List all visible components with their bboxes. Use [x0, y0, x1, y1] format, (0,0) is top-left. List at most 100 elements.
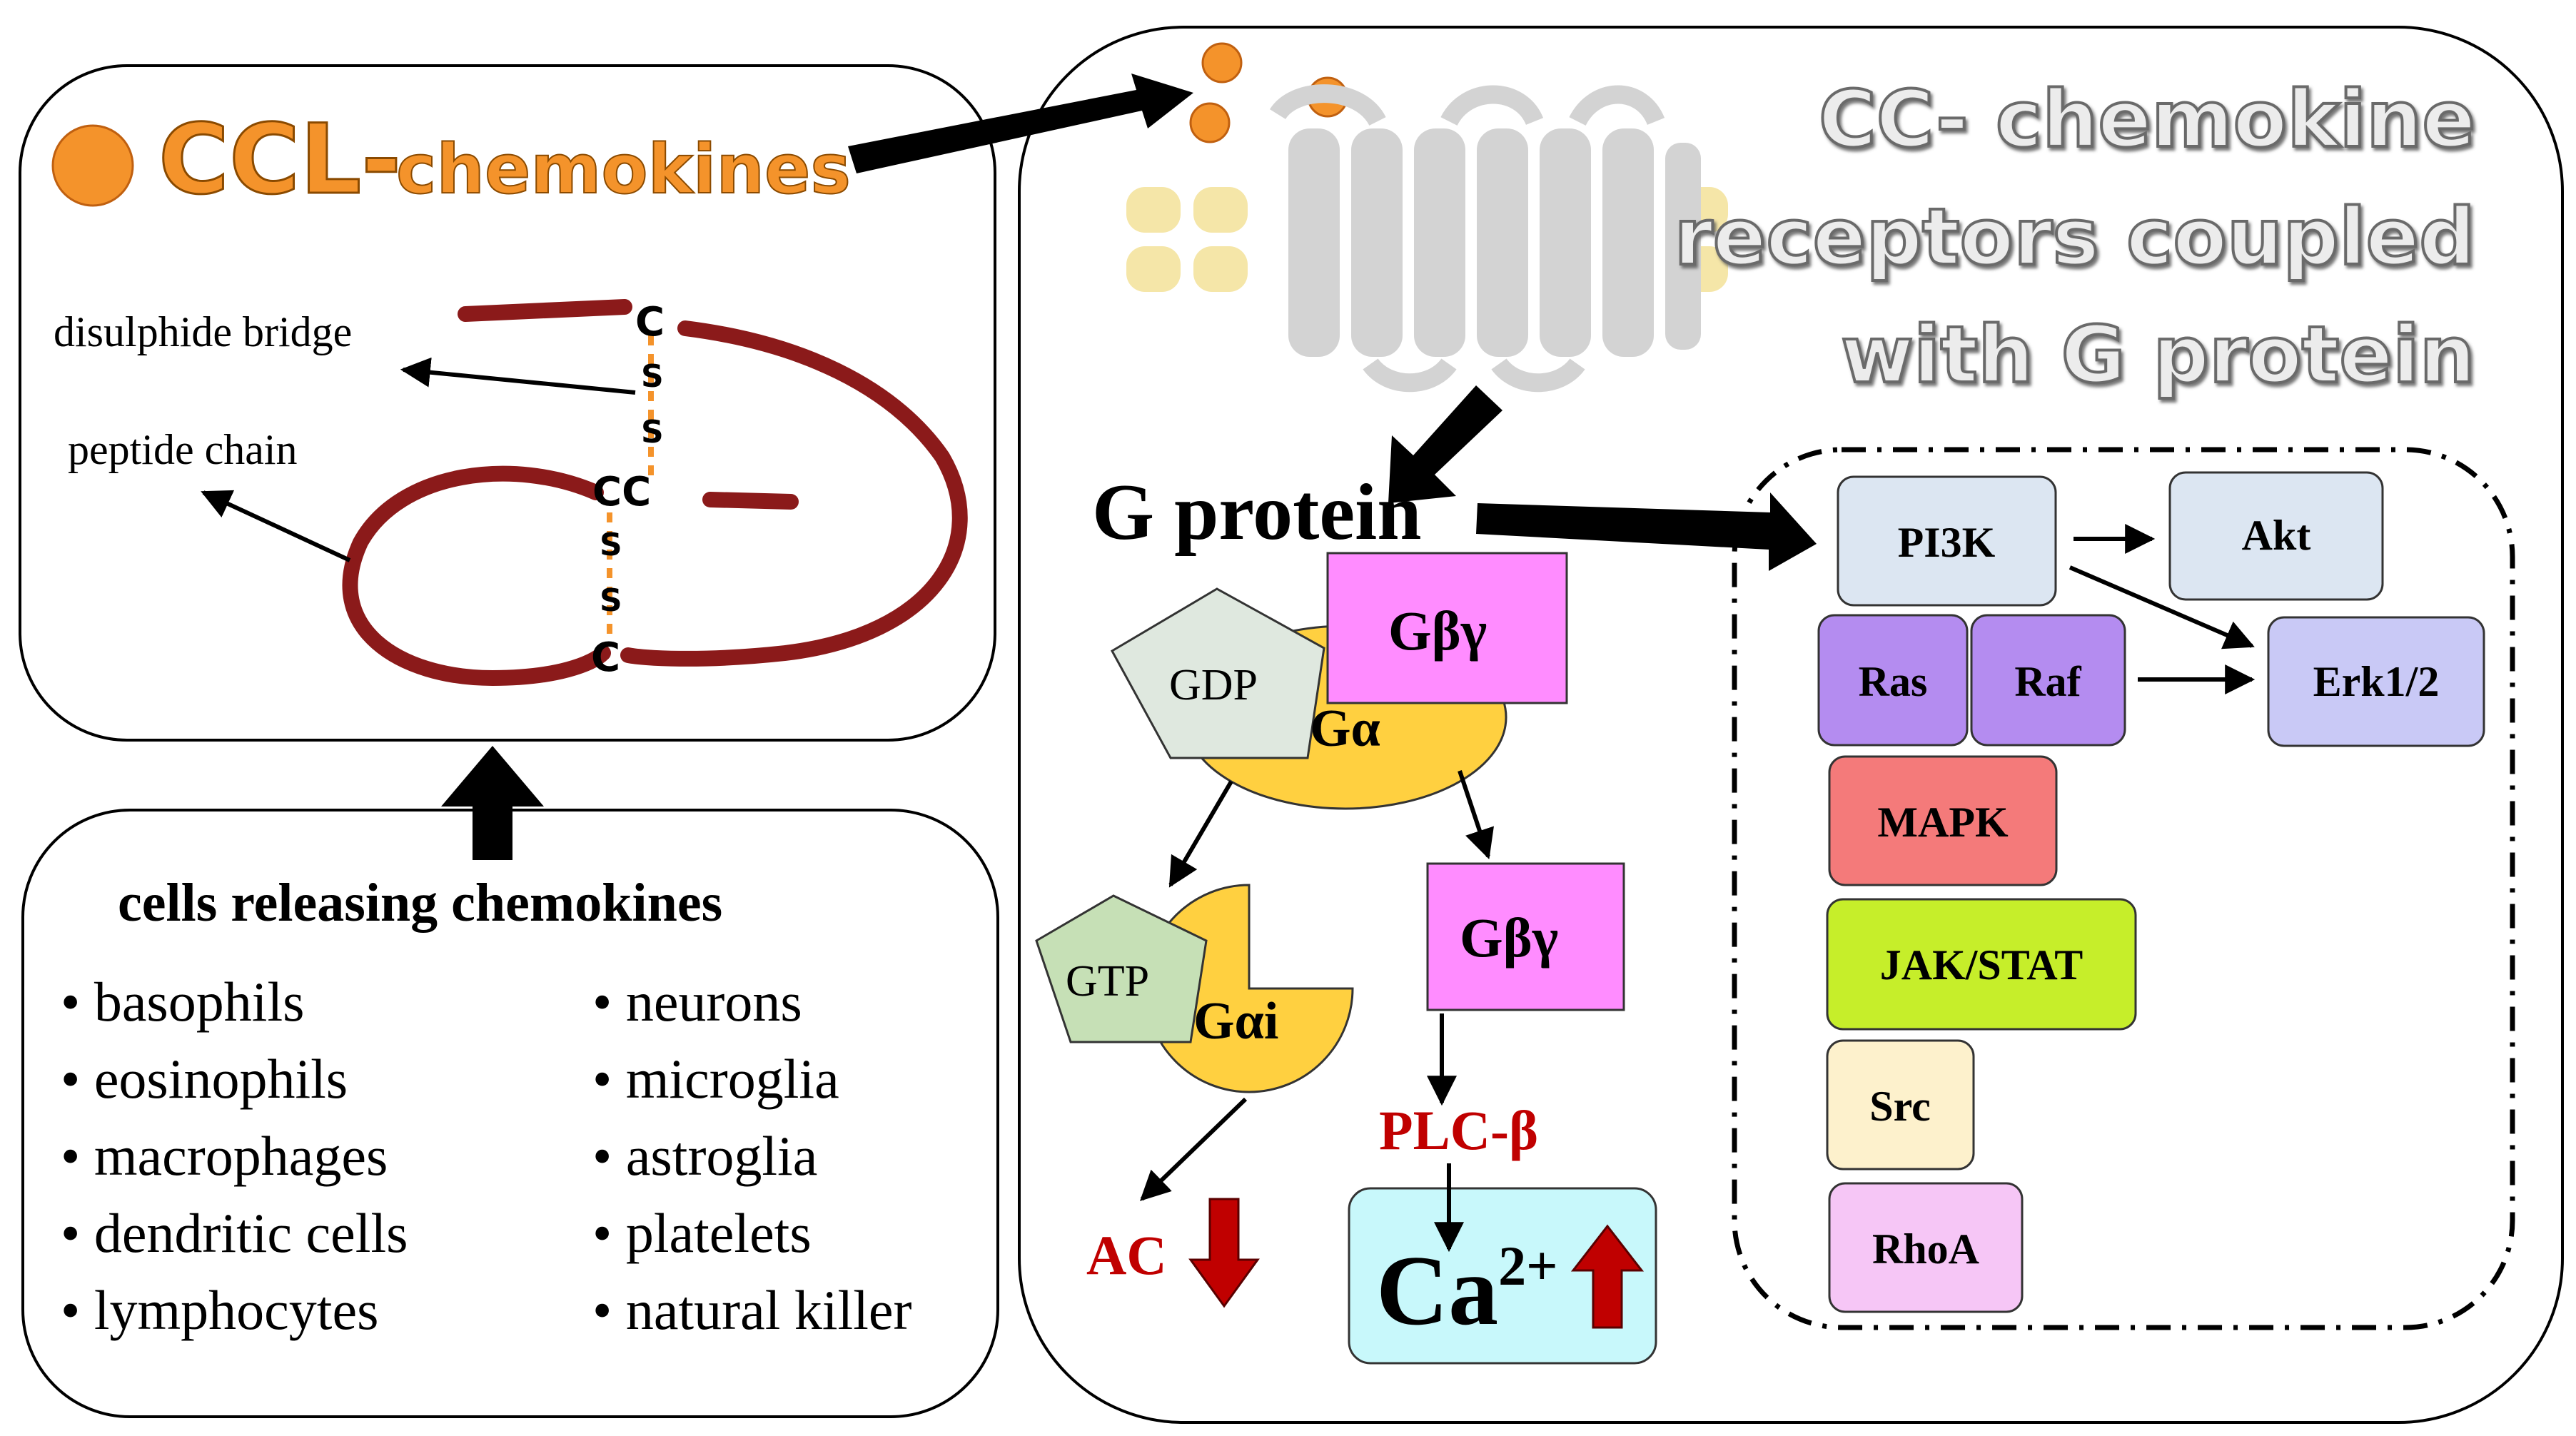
cells-title: cells releasing chemokines: [118, 873, 722, 933]
cys-cc: CC: [592, 469, 651, 515]
arrow-receptor-to-gprotein: [1388, 385, 1502, 503]
receptor-title-line-1: CC- chemokine: [1819, 74, 2475, 165]
sulfur-1: S: [641, 358, 664, 395]
arrow-ccl-to-receptor: [848, 74, 1193, 173]
arrow-cells-to-ccl: [441, 746, 544, 860]
erk-label: Erk1/2: [2313, 658, 2440, 705]
cys-c-1: C: [635, 299, 665, 345]
calcium-label: Ca2+: [1376, 1235, 1558, 1346]
arrow-bridge-label: [400, 357, 636, 395]
cell-left-label: dendritic cells: [94, 1202, 408, 1264]
bullet: •: [592, 1048, 626, 1110]
chemokine-dot-legend: [51, 124, 134, 207]
cell-left-item: • basophils: [61, 971, 304, 1033]
ac-down-arrow: [1188, 1198, 1260, 1308]
cell-left-item: • macrophages: [61, 1125, 388, 1187]
ccl-title-main: CCL-: [158, 103, 401, 216]
gdp-pentagon: [1110, 587, 1325, 759]
jakstat-label: JAK/STAT: [1880, 941, 2083, 988]
cell-right-item: • microglia: [592, 1048, 839, 1110]
cell-right-label: astroglia: [626, 1125, 818, 1187]
label-disulphide-bridge: disulphide bridge: [54, 308, 352, 355]
raf-label: Raf: [2014, 658, 2081, 705]
pathways-box: [1732, 447, 2515, 1330]
sulfur-3: S: [600, 527, 622, 563]
gbg-label-1: Gβγ: [1388, 600, 1487, 662]
gbg-box-2: [1426, 862, 1625, 1011]
ccl-title-sub: chemokines: [396, 131, 851, 209]
galpha-i-label: Gαi: [1193, 992, 1278, 1051]
receptor-title-line-2: receptors coupled: [1675, 191, 2475, 283]
bullet: •: [61, 1125, 94, 1187]
calcium-charge: 2+: [1498, 1235, 1557, 1297]
gdp-label: GDP: [1169, 661, 1258, 709]
galpha-label: Gα: [1310, 699, 1380, 758]
ccl-panel: [19, 64, 996, 742]
disulphide-bridges: [607, 335, 654, 639]
cell-left-label: basophils: [94, 971, 305, 1033]
src-box: [1826, 1039, 1975, 1170]
plc-label: PLC-β: [1379, 1099, 1538, 1161]
jakstat-box: [1826, 898, 2137, 1031]
gbg-box-1: [1326, 552, 1568, 704]
mapk-box: [1828, 755, 2058, 886]
cells-list-left: • basophils• eosinophils• macrophages• d…: [61, 971, 408, 1341]
gtp-pentagon: [1035, 894, 1208, 1043]
bullet: •: [592, 1202, 626, 1264]
gtp-label: GTP: [1066, 957, 1149, 1006]
peptide-chain: [342, 299, 968, 686]
calcium-base: Ca: [1376, 1235, 1498, 1346]
arrow-to-ac: [1139, 1097, 1248, 1201]
cell-left-label: macrophages: [94, 1125, 388, 1187]
receptor-title-line-3: with G protein: [1841, 309, 2475, 400]
bullet: •: [61, 971, 94, 1033]
cell-right-item: • astroglia: [592, 1125, 817, 1187]
bullet: •: [61, 1202, 94, 1264]
cell-right-item: • natural killer: [592, 1279, 912, 1341]
raf-box: [1970, 614, 2126, 747]
arrow-to-gbg-2: [1458, 770, 1494, 859]
cell-right-label: natural killer: [626, 1279, 912, 1341]
src-label: Src: [1869, 1083, 1931, 1130]
arrow-pi3k-erk: [2069, 565, 2255, 649]
arrow-chain-label: [201, 490, 351, 562]
sulfur-2: S: [641, 414, 664, 450]
calcium-box: [1348, 1187, 1657, 1365]
arrow-to-galpha-i: [1168, 780, 1233, 888]
gpcr-receptor: [1269, 84, 1701, 393]
cell-left-label: lymphocytes: [94, 1279, 379, 1341]
receptor-title: CC- chemokine receptors coupled with G p…: [1673, 72, 2477, 402]
pi3k-box: [1837, 475, 2057, 607]
cell-left-item: • dendritic cells: [61, 1202, 408, 1264]
sulfur-4: S: [600, 582, 622, 619]
rhoa-label: RhoA: [1872, 1225, 1979, 1273]
bullet: •: [61, 1048, 94, 1110]
ras-box: [1817, 614, 1969, 747]
akt-label: Akt: [2242, 512, 2311, 559]
cell-left-item: • lymphocytes: [61, 1279, 378, 1341]
label-peptide-chain: peptide chain: [68, 426, 298, 473]
cell-right-label: neurons: [626, 971, 802, 1033]
ras-label: Ras: [1859, 658, 1928, 705]
ac-label: AC: [1086, 1224, 1167, 1286]
erk-box: [2267, 616, 2485, 747]
gbg-label-2: Gβγ: [1460, 906, 1558, 969]
pi3k-label: PI3K: [1898, 519, 1996, 566]
cells-list-right: • neurons• microglia• astroglia• platele…: [592, 971, 912, 1341]
cell-left-label: eosinophils: [94, 1048, 348, 1110]
bullet: •: [592, 971, 626, 1033]
mapk-label: MAPK: [1877, 799, 2009, 846]
calcium-up-arrow: [1570, 1224, 1645, 1329]
cell-right-label: microglia: [626, 1048, 839, 1110]
akt-box: [2168, 471, 2384, 601]
cell-left-item: • eosinophils: [61, 1048, 348, 1110]
rhoa-box: [1828, 1182, 2024, 1313]
gprotein-title: G protein: [1092, 468, 1422, 557]
cell-right-label: platelets: [626, 1202, 812, 1264]
cell-right-item: • neurons: [592, 971, 802, 1033]
bullet: •: [592, 1125, 626, 1187]
cell-right-item: • platelets: [592, 1202, 812, 1264]
cys-c-2: C: [591, 634, 620, 681]
